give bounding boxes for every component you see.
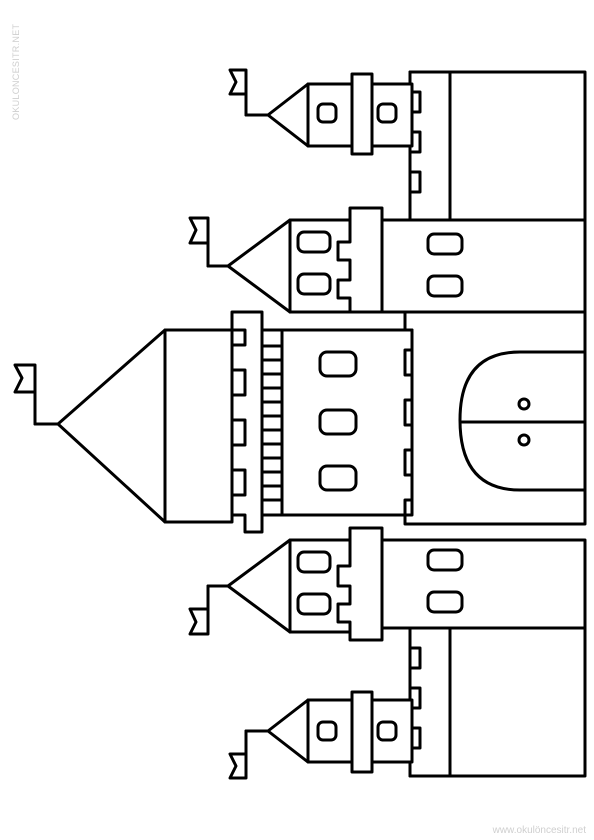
bottom-tower-flag — [228, 729, 270, 780]
upper-tower — [226, 206, 384, 314]
door-knob-top — [517, 397, 531, 411]
central-keep — [280, 328, 414, 517]
door-knob-bottom — [517, 433, 531, 447]
lower-tower — [226, 526, 384, 642]
outer-wall-top — [408, 70, 587, 222]
upper-middle-block — [378, 218, 587, 314]
central-roof — [56, 328, 234, 524]
central-keep-battlement — [230, 310, 284, 534]
bottom-tower — [266, 626, 422, 778]
gate-wall — [403, 310, 587, 526]
top-tower — [266, 70, 422, 222]
lower-tower-flag — [188, 584, 230, 636]
bottom-watermark: www.okulöncesitr.net — [492, 825, 586, 836]
side-watermark: OKULONCESITR.NET — [11, 23, 21, 120]
central-flag — [13, 363, 60, 426]
lower-middle-block — [378, 538, 587, 630]
upper-tower-flag — [188, 216, 230, 268]
top-tower-flag — [228, 68, 270, 117]
outer-wall-bottom — [408, 626, 587, 778]
